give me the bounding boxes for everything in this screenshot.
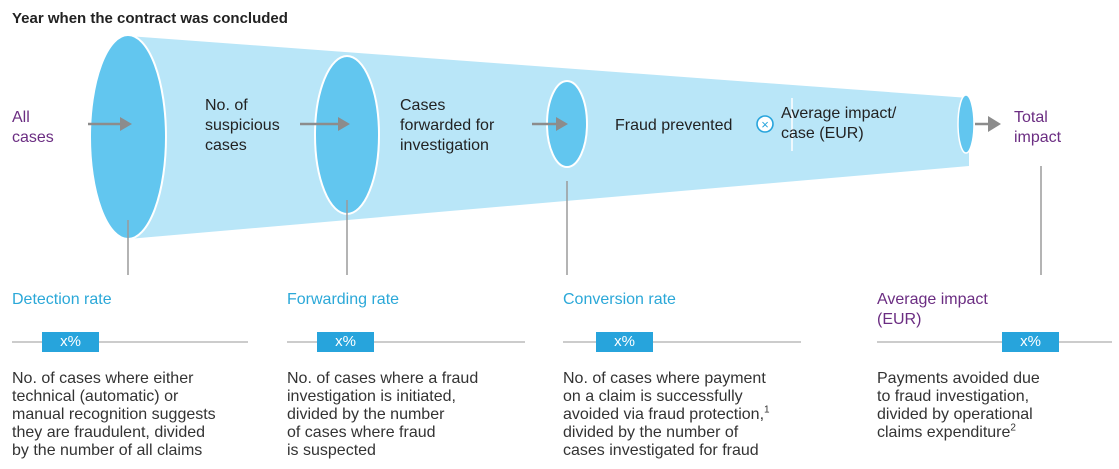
arrow-1 bbox=[88, 117, 132, 131]
description-conversion-tail: divided by the number of cases investiga… bbox=[563, 424, 759, 459]
ellipse-end bbox=[957, 94, 975, 154]
description-impact-text: Payments avoided due to fraud investigat… bbox=[877, 370, 1040, 441]
metric-label-average-impact: Average impact (EUR) bbox=[877, 291, 988, 328]
ellipse-suspicious bbox=[314, 55, 380, 215]
footnote-1: 1 bbox=[764, 404, 770, 416]
label-forwarded-cases: Cases forwarded for investigation bbox=[400, 97, 495, 154]
description-conversion-head: No. of cases where payment on a claim is… bbox=[563, 370, 766, 423]
description-conversion: No. of cases where payment on a claim is… bbox=[563, 370, 770, 460]
metric-label-conversion: Conversion rate bbox=[563, 291, 676, 308]
arrow-3 bbox=[532, 117, 568, 131]
arrow-2 bbox=[300, 117, 350, 131]
description-detection: No. of cases where either technical (aut… bbox=[12, 370, 216, 459]
label-fraud-prevented: Fraud prevented bbox=[615, 117, 733, 134]
label-suspicious-cases: No. of suspicious cases bbox=[205, 97, 280, 154]
badge-detection-rate: x% bbox=[42, 332, 99, 352]
arrow-4 bbox=[975, 116, 1001, 132]
description-average-impact: Payments avoided due to fraud investigat… bbox=[877, 370, 1040, 442]
label-all-cases: All cases bbox=[12, 109, 54, 146]
multiply-icon bbox=[756, 115, 774, 133]
footnote-2: 2 bbox=[1010, 422, 1016, 434]
label-average-impact-case: Average impact/ case (EUR) bbox=[781, 105, 897, 142]
ellipse-all-cases bbox=[89, 34, 167, 240]
multiply-symbol: × bbox=[761, 117, 769, 132]
metric-label-detection: Detection rate bbox=[12, 291, 112, 308]
label-total-impact: Total impact bbox=[1014, 109, 1062, 146]
description-forwarding: No. of cases where a fraud investigation… bbox=[287, 370, 479, 459]
metric-label-forwarding: Forwarding rate bbox=[287, 291, 400, 308]
badge-forwarding-rate: x% bbox=[317, 332, 374, 352]
diagram-title: Year when the contract was concluded bbox=[12, 10, 288, 27]
badge-conversion-rate: x% bbox=[596, 332, 653, 352]
badge-average-impact: x% bbox=[1002, 332, 1059, 352]
